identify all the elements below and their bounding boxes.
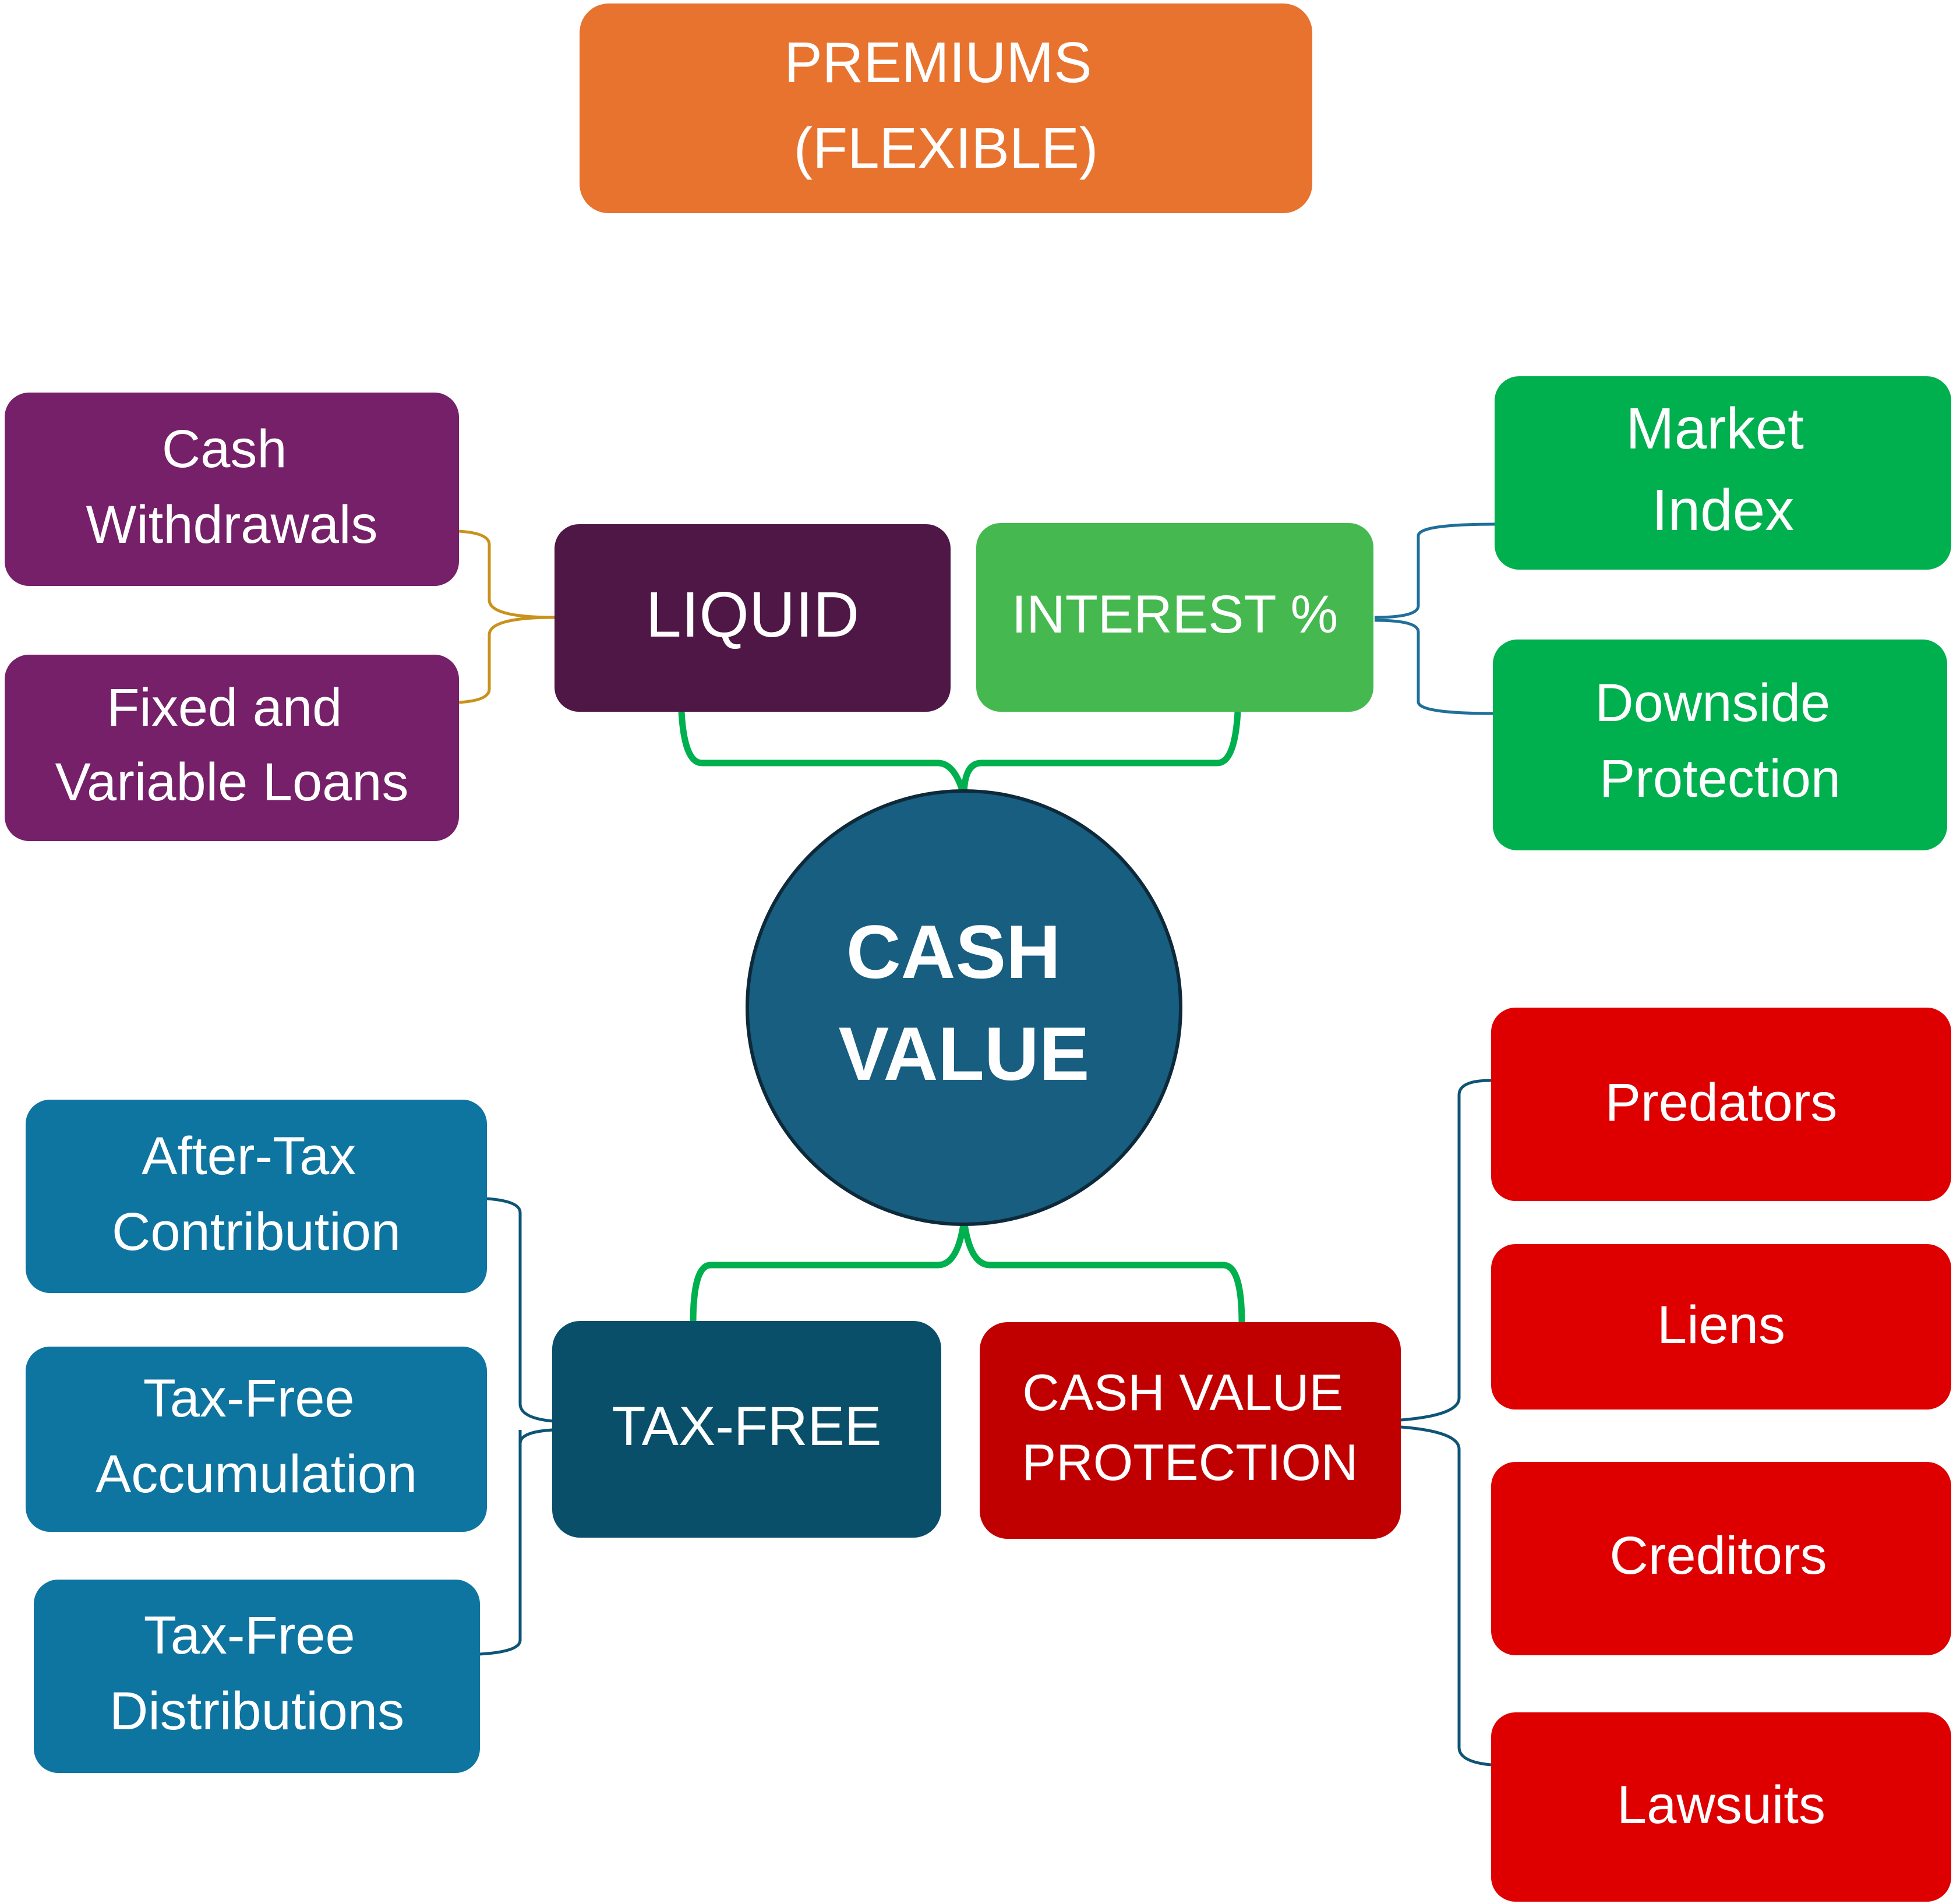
- connector-taxfree-aftertax: [486, 1197, 554, 1423]
- liquid-label: LIQUID: [646, 579, 860, 651]
- interest-connectors: [1374, 522, 1495, 715]
- creditors-box: Creditors: [1491, 1462, 1951, 1655]
- connector-interest-downside: [1374, 619, 1495, 715]
- connector-taxfree-distributions: [479, 1428, 554, 1656]
- protection-box: CASH VALUE PROTECTION: [980, 1322, 1401, 1539]
- interest-line-1: INTEREST %: [1012, 585, 1339, 644]
- liquid-bg: [555, 524, 951, 712]
- cash-withdrawals-line-1: Cash: [162, 419, 287, 479]
- lawsuits-line-1: Lawsuits: [1617, 1775, 1825, 1835]
- taxfree-connectors: [479, 1197, 554, 1656]
- center-connectors: [678, 711, 1245, 1324]
- protection-label: CASH VALUE PROTECTION: [1022, 1363, 1358, 1491]
- tf-accumulation-line-1: Tax-Free: [143, 1369, 355, 1428]
- cash-value-line-1: CASH: [846, 909, 1061, 994]
- market-index-line-2: Index: [1652, 478, 1795, 543]
- connector-liquid-withdrawals: [458, 529, 555, 619]
- tf-accumulation-bg: [26, 1347, 487, 1532]
- taxfree-box: TAX-FREE: [552, 1321, 941, 1538]
- connector-protection-lawsuits: [1457, 1747, 1492, 1767]
- downside-line-2: Protection: [1599, 749, 1841, 808]
- liens-box: Liens: [1491, 1244, 1951, 1410]
- tf-distributions-label: Tax-Free Distributions: [110, 1606, 404, 1741]
- protection-line-2: PROTECTION: [1022, 1433, 1358, 1491]
- connector-protection-liens: [1400, 1425, 1461, 1747]
- cash-value-label: CASH VALUE: [839, 909, 1090, 1096]
- predators-bg: [1491, 1008, 1951, 1201]
- premiums-label: PREMIUMS (FLEXIBLE): [784, 30, 1107, 180]
- after-tax-line-2: Contribution: [112, 1202, 401, 1262]
- after-tax-label: After-Tax Contribution: [112, 1126, 401, 1262]
- protection-line-1: CASH VALUE: [1022, 1363, 1343, 1421]
- loans-box: Fixed and Variable Loans: [5, 655, 459, 841]
- liens-line-1: Liens: [1657, 1295, 1785, 1355]
- connector-center-protection: [960, 1220, 1245, 1324]
- tf-distributions-line-1: Tax-Free: [144, 1606, 355, 1665]
- tf-distributions-box: Tax-Free Distributions: [34, 1580, 480, 1773]
- connector-center-taxfree: [690, 1220, 967, 1324]
- downside-label: Downside Protection: [1595, 673, 1845, 808]
- lawsuits-label: Lawsuits: [1617, 1775, 1825, 1835]
- predators-line-1: Predators: [1605, 1073, 1838, 1132]
- liquid-line-1: LIQUID: [646, 579, 860, 651]
- tf-accumulation-label: Tax-Free Accumulation: [96, 1369, 417, 1504]
- cash-value-circle: CASH VALUE: [746, 789, 1182, 1226]
- after-tax-bg: [26, 1100, 487, 1293]
- creditors-line-1: Creditors: [1609, 1526, 1827, 1585]
- liquid-box: LIQUID: [555, 524, 951, 712]
- premiums-box-bg: [580, 3, 1312, 213]
- after-tax-line-1: After-Tax: [142, 1126, 356, 1186]
- liens-bg: [1491, 1244, 1951, 1410]
- tf-accumulation-line-2: Accumulation: [96, 1444, 417, 1504]
- taxfree-bg: [552, 1321, 941, 1538]
- connector-interest-market: [1374, 522, 1495, 619]
- market-index-box: Market Index: [1495, 376, 1951, 570]
- cash-withdrawals-box: Cash Withdrawals: [5, 393, 459, 586]
- taxfree-line-1: TAX-FREE: [612, 1396, 882, 1457]
- tf-distributions-line-2: Distributions: [110, 1682, 404, 1741]
- lawsuits-bg: [1491, 1712, 1951, 1902]
- connector-protection-predators: [1400, 1079, 1492, 1422]
- connector-center-liquid: [678, 711, 967, 797]
- creditors-bg: [1491, 1462, 1951, 1655]
- protection-connectors: [1400, 1079, 1492, 1767]
- cash-withdrawals-bg: [5, 393, 459, 586]
- cash-withdrawals-line-2: Withdrawals: [86, 495, 377, 554]
- predators-box: Predators: [1491, 1008, 1951, 1201]
- market-index-bg: [1495, 376, 1951, 570]
- connector-liquid-loans: [458, 616, 555, 704]
- downside-box: Downside Protection: [1493, 640, 1947, 850]
- interest-bg: [976, 523, 1373, 712]
- market-index-label: Market Index: [1626, 396, 1820, 543]
- liens-label: Liens: [1657, 1295, 1785, 1355]
- connector-center-interest: [960, 711, 1241, 797]
- premiums-line-2: (FLEXIBLE): [794, 116, 1099, 180]
- premiums-box: PREMIUMS (FLEXIBLE): [580, 3, 1312, 213]
- downside-bg: [1493, 640, 1947, 850]
- market-index-line-1: Market: [1626, 396, 1804, 461]
- interest-label: INTEREST %: [1012, 585, 1339, 644]
- interest-box: INTEREST %: [976, 523, 1373, 712]
- creditors-label: Creditors: [1609, 1526, 1827, 1585]
- liquid-connectors: [458, 529, 555, 704]
- downside-line-1: Downside: [1595, 673, 1830, 733]
- cash-value-circle-bg: [746, 789, 1182, 1226]
- cash-value-line-2: VALUE: [839, 1011, 1090, 1096]
- protection-bg: [980, 1322, 1401, 1539]
- predators-label: Predators: [1605, 1073, 1838, 1132]
- lawsuits-box: Lawsuits: [1491, 1712, 1951, 1902]
- tf-accumulation-box: Tax-Free Accumulation: [26, 1347, 487, 1532]
- taxfree-label: TAX-FREE: [612, 1396, 882, 1457]
- loans-line-1: Fixed and: [107, 678, 342, 737]
- cash-withdrawals-label: Cash Withdrawals: [86, 419, 377, 554]
- loans-bg: [5, 655, 459, 841]
- after-tax-box: After-Tax Contribution: [26, 1100, 487, 1293]
- tf-distributions-bg: [34, 1580, 480, 1773]
- premiums-line-1: PREMIUMS: [784, 30, 1092, 94]
- loans-label: Fixed and Variable Loans: [55, 678, 409, 812]
- loans-line-2: Variable Loans: [55, 753, 409, 812]
